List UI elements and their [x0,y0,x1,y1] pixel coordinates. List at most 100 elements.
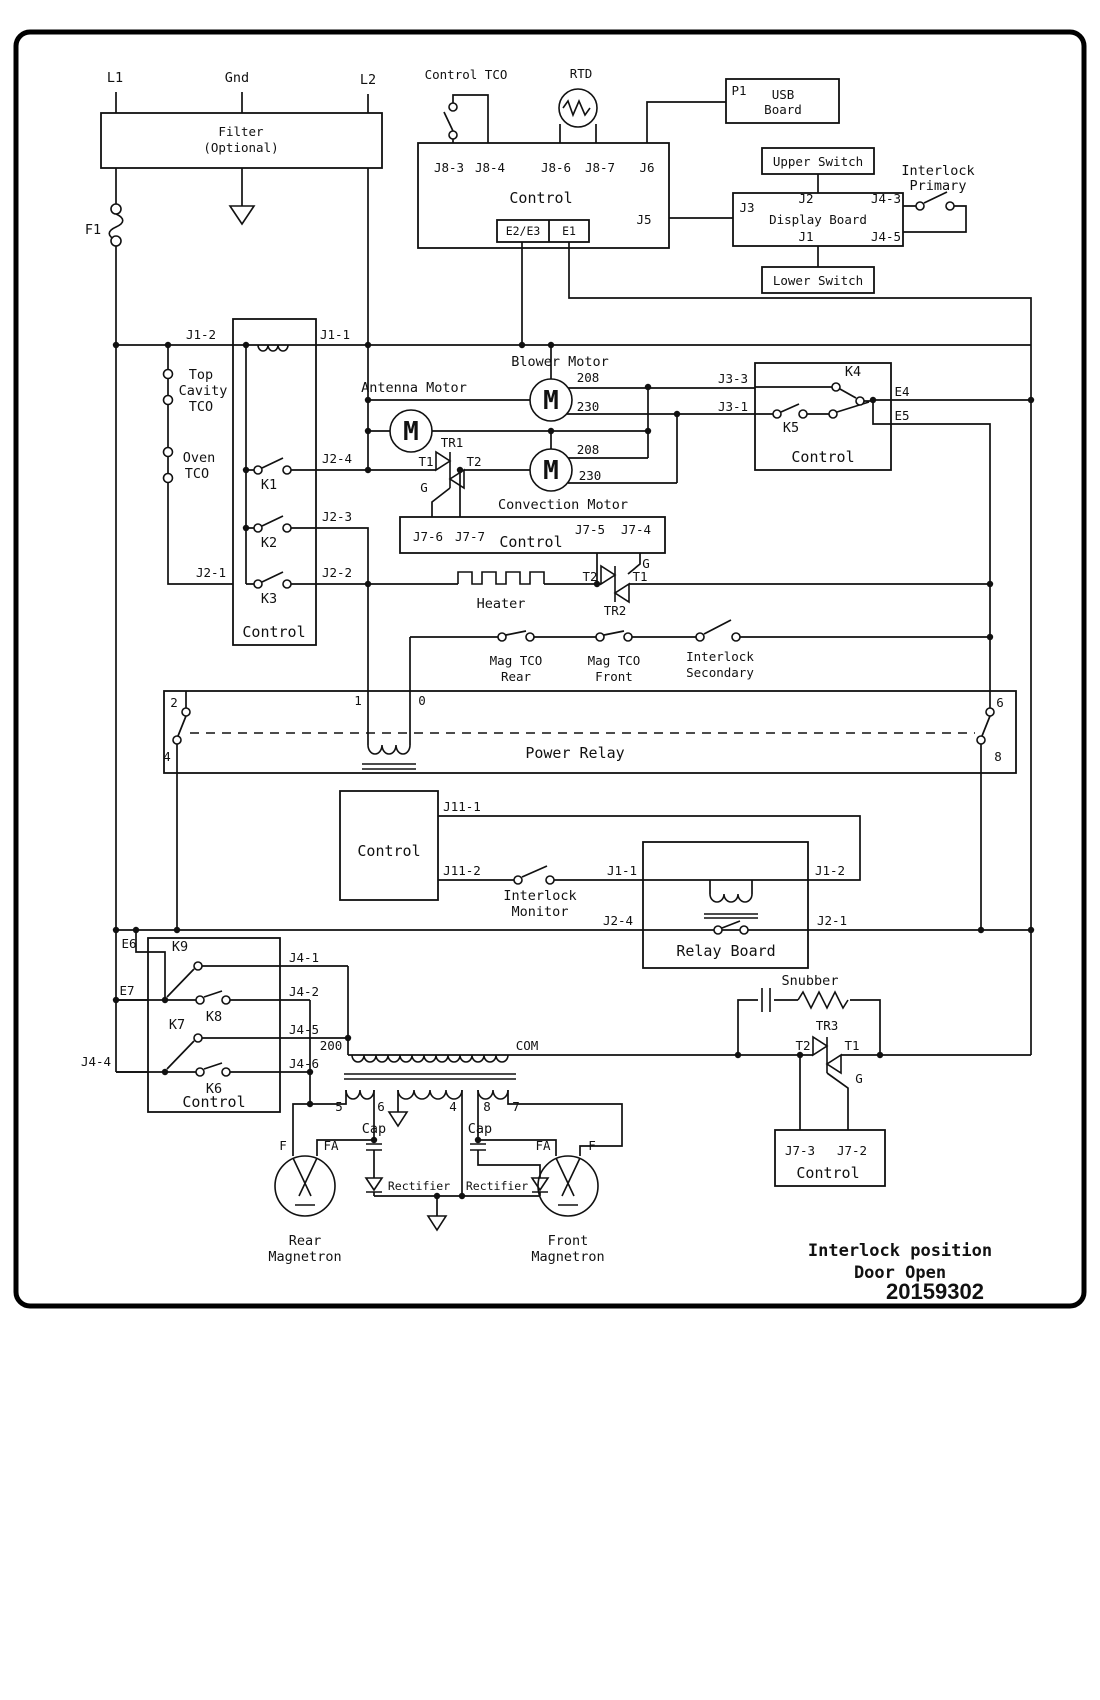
label-interlock-primary-1: Interlock [901,163,974,179]
label-j6: J6 [639,160,654,175]
label-e2e3: E2/E3 [506,224,541,238]
label-control-tco: Control TCO [425,67,508,82]
label-gnd: Gnd [225,70,249,86]
hv-circuit-wires [373,1150,541,1216]
label-j1-2: J1-2 [186,327,216,342]
rtd-icon [558,88,598,128]
label-j4-3: J4-3 [871,191,901,206]
label-e1: E1 [562,224,576,238]
label-j11-1: J11-1 [443,799,481,814]
label-j4-5: J4-5 [289,1022,319,1037]
power-relay-box [163,690,1017,774]
snubber-resistor-icon [797,990,849,1010]
label-k69-control: Control [182,1093,245,1111]
bottom-ground-icon [426,1215,448,1232]
label-pin4: 4 [449,1099,457,1114]
k69-control-box [147,937,281,1113]
label-e7: E7 [119,983,134,998]
label-filter-2: (Optional) [203,140,278,155]
relay-board-box [642,841,809,969]
label-j3: J3 [739,200,754,215]
convection-taps [550,431,677,484]
label-interlock-secondary-2: Secondary [686,665,754,680]
label-relay-board: Relay Board [676,942,775,960]
cap-icons [366,1143,486,1151]
rb-contact-blade [721,920,741,929]
label-j7-2: J7-2 [837,1143,867,1158]
blower-m: M [543,386,559,416]
label-k5: K5 [783,420,799,436]
tr-control-stubs [431,470,641,584]
label-rb-j2-4: J2-4 [603,913,633,928]
label-top-cavity-3: TCO [189,399,213,415]
label-j7-5: J7-5 [575,522,605,537]
component-boxes [100,78,1017,1187]
label-f1: F1 [85,222,101,238]
primary-coil-icon [351,1054,509,1063]
label-pr-2: 2 [170,695,178,710]
label-j4-2: J4-2 [289,984,319,999]
transformer-core-icon [344,1073,516,1080]
power-relay-coil-feeds [367,584,411,691]
label-heater: Heater [477,596,526,612]
label-k1: K1 [261,477,277,493]
label-j2-2: J2-2 [322,565,352,580]
label-j7-7: J7-7 [455,529,485,544]
footer-door-open: Door Open [854,1263,946,1283]
k3-j2-2-row [246,571,368,585]
label-rectifier-front: Rectifier [466,1179,528,1193]
mag-tco-row-wires [410,619,990,638]
mid-control-box [399,516,666,554]
label-rb-j1-1: J1-1 [607,863,637,878]
label-tr2-g: G [642,556,650,571]
label-pin6: 6 [377,1099,385,1114]
mains-entry-wires [115,92,369,113]
label-j8-4: J8-4 [475,160,505,175]
rear-magnetron-icon [274,1155,336,1217]
label-oven: Oven [183,450,216,466]
label-tr1-t2: T2 [466,454,481,469]
snubber-loop [737,999,881,1055]
rectifier-diode-icons [364,1177,550,1193]
usb-board-box [725,78,840,124]
label-200: 200 [320,1038,343,1053]
antenna-motor-icon [389,409,433,453]
label-pr-4: 4 [163,749,171,764]
label-k8: K8 [206,1009,222,1025]
tr3-stubs [799,1055,849,1130]
label-top-cavity-1: Top [189,367,213,383]
label-mag-tco-front-2: Front [595,669,633,684]
front-magnetron-icon [537,1155,599,1217]
convection-motor-icon [529,448,573,492]
label-pr-0: 0 [418,693,426,708]
fuse-icon [108,213,124,241]
left-relay-coil-icon [257,344,289,352]
label-j4-1: J4-1 [289,950,319,965]
label-cap-front: Cap [468,1121,492,1137]
label-j7-3: J7-3 [785,1143,815,1158]
label-k9: K9 [172,939,188,955]
label-pin5: 5 [335,1099,343,1114]
tr3-triac-icon [812,1035,842,1075]
label-j2-3: J2-3 [322,509,352,524]
label-pr-6: 6 [996,695,1004,710]
triac-icons [435,450,842,1075]
label-oven-tco: TCO [185,466,209,482]
label-k4: K4 [845,364,861,380]
label-front-magnetron-2: Magnetron [531,1249,604,1265]
label-rear-fa: FA [323,1138,339,1153]
tr2-triac-icon [600,564,630,604]
tco-chain [167,345,233,585]
label-j4-4: J4-4 [81,1054,111,1069]
label-j7-4: J7-4 [621,522,651,537]
e1-right-rail [568,242,1032,1055]
label-tr2-t1: T1 [632,569,647,584]
pr-contact-6-8 [980,691,991,930]
round-components [274,378,599,1217]
k9-k8-wires [116,930,348,1001]
label-j5: J5 [636,212,651,227]
label-pr-1: 1 [354,693,362,708]
k7-k6-wires [116,1037,348,1073]
rtd-zigzag [562,98,591,118]
